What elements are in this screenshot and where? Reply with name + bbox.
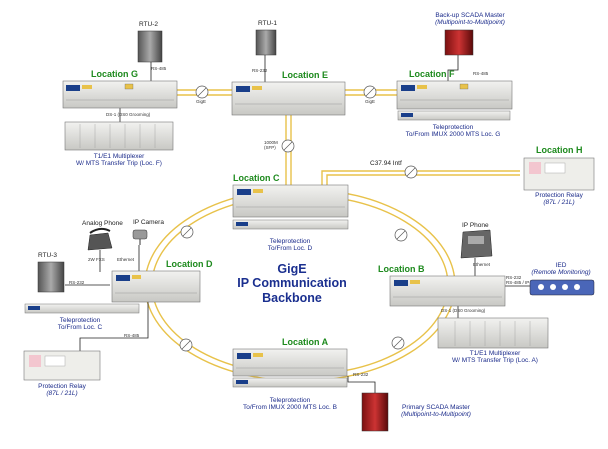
caption-g-mux-line2: W/ MTS Transfer Trip (Loc. F)	[76, 160, 162, 168]
link-gige-left: GigE	[196, 99, 207, 104]
backbone-title: GigE IP Communication Backbone	[232, 262, 352, 305]
rtu3-label: RTU-3	[38, 252, 58, 259]
caption-c-tp-line2: To/From Loc. D	[267, 245, 313, 253]
caption-a-teleprotection: Teleprotection To/From IMUX 2000 MTS Loc…	[226, 397, 354, 411]
ied-name: IED	[555, 262, 567, 269]
link-e-fiber: 1000M (SFP)	[264, 140, 278, 151]
location-e-label: Location E	[282, 70, 329, 80]
backbone-line-2: IP Communication	[237, 276, 347, 291]
caption-d-tp-line2: To/From Loc. C	[57, 324, 103, 332]
serial-cables	[65, 55, 530, 395]
caption-f-tp-line2: To/From IMUX 2000 MTS Loc. G	[405, 131, 501, 139]
caption-h-relay-line1: Protection Relay	[535, 192, 583, 199]
link-ethernet-b: Ethernet	[473, 262, 491, 267]
backbone-line-1: GigE	[277, 262, 307, 276]
primary-scada-mode: (Multipoint-to-Multipoint)	[401, 411, 471, 419]
ied-label: IED (Remote Monitoring)	[524, 262, 598, 276]
link-gige-right: GigE	[365, 99, 376, 104]
caption-c-tp-line1: Teleprotection	[269, 238, 311, 245]
analog-phone-label: Analog Phone	[82, 220, 123, 227]
backup-scada-name: Back-up SCADA Master	[435, 12, 505, 19]
backup-scada-mode: (Multipoint-to-Multipoint)	[435, 19, 505, 27]
link-c3794: C37.94 Intf	[370, 160, 402, 167]
caption-a-tp-line2: To/From IMUX 2000 MTS Loc. B	[243, 404, 337, 412]
link-e-fiber-speed: 1000M	[264, 140, 278, 145]
ied-device	[529, 279, 595, 296]
scada-masters	[361, 29, 474, 432]
caption-b-multiplexer: T1/E1 Multiplexer W/ MTS Transfer Trip (…	[440, 350, 550, 364]
backup-scada-label: Back-up SCADA Master (Multipoint-to-Mult…	[420, 12, 520, 26]
caption-h-relay-line2: (87L / 21L)	[543, 199, 575, 207]
location-a-label: Location A	[282, 337, 329, 347]
fiber-connectors	[179, 85, 418, 352]
caption-d-relay: Protection Relay (87L / 21L)	[24, 383, 100, 397]
phones-camera	[87, 227, 493, 259]
primary-scada-label: Primary SCADA Master (Multipoint-to-Mult…	[388, 404, 484, 418]
link-rs232-rtu1: RS-232	[252, 68, 268, 73]
link-e-fiber-type: (SFP)	[264, 144, 276, 150]
caption-f-teleprotection: Teleprotection To/From IMUX 2000 MTS Loc…	[388, 124, 518, 138]
caption-d-tp-line1: Teleprotection	[59, 317, 101, 324]
caption-d-relay-line2: (87L / 21L)	[46, 390, 78, 398]
protection-relays	[23, 157, 595, 381]
ip-phone-label: IP Phone	[462, 222, 489, 229]
link-ds1-b: DS-1 (DS0 Grooming)	[441, 308, 486, 313]
location-f-label: Location F	[409, 69, 455, 79]
link-rs485-rtu2: RS-485	[151, 66, 167, 71]
location-g-label: Location G	[91, 69, 138, 79]
caption-f-tp-line1: Teleprotection	[432, 124, 474, 131]
caption-h-relay: Protection Relay (87L / 21L)	[524, 192, 594, 206]
caption-d-relay-line1: Protection Relay	[38, 383, 86, 390]
caption-a-tp-line1: Teleprotection	[269, 397, 311, 404]
caption-g-mux-line1: T1/E1 Multiplexer	[93, 153, 145, 160]
ied-mode: (Remote Monitoring)	[531, 269, 591, 277]
ip-camera-label: IP Camera	[133, 219, 164, 226]
link-rs485-d: RS-485	[124, 333, 140, 338]
location-d-label: Location D	[166, 259, 213, 269]
backbone-line-3: Backbone	[262, 290, 322, 305]
caption-g-multiplexer: T1/E1 Multiplexer W/ MTS Transfer Trip (…	[66, 153, 172, 167]
link-rs232-ied: RS-232 RS-485 / IP	[506, 275, 530, 286]
link-rs232-ied-line1: RS-232	[506, 275, 522, 280]
rtu1-label: RTU-1	[258, 20, 278, 27]
caption-c-teleprotection: Teleprotection To/From Loc. D	[250, 238, 330, 252]
link-rs232-ied-line2: RS-485 / IP	[506, 279, 530, 285]
rtu2-label: RTU-2	[139, 21, 159, 28]
rtu-cabinets	[37, 29, 277, 293]
chassis-units	[24, 80, 549, 388]
caption-b-mux-line2: W/ MTS Transfer Trip (Loc. A)	[452, 357, 538, 365]
location-b-label: Location B	[378, 264, 425, 274]
link-ds1-g: DS-1 (DS0 Grooming)	[106, 112, 151, 117]
link-rs232-a: RS-232	[353, 372, 369, 377]
primary-scada-name: Primary SCADA Master	[402, 404, 470, 411]
location-h-label: Location H	[536, 145, 583, 155]
link-rs485-f: RS-485	[473, 71, 489, 76]
caption-b-mux-line1: T1/E1 Multiplexer	[469, 350, 521, 357]
link-2w-fxs: 2W FXS	[88, 257, 105, 262]
link-ethernet-d: Ethernet	[117, 257, 135, 262]
link-rs232-rtu3: RS-232	[69, 280, 85, 285]
location-c-label: Location C	[233, 173, 280, 183]
caption-d-teleprotection: Teleprotection To/From Loc. C	[40, 317, 120, 331]
